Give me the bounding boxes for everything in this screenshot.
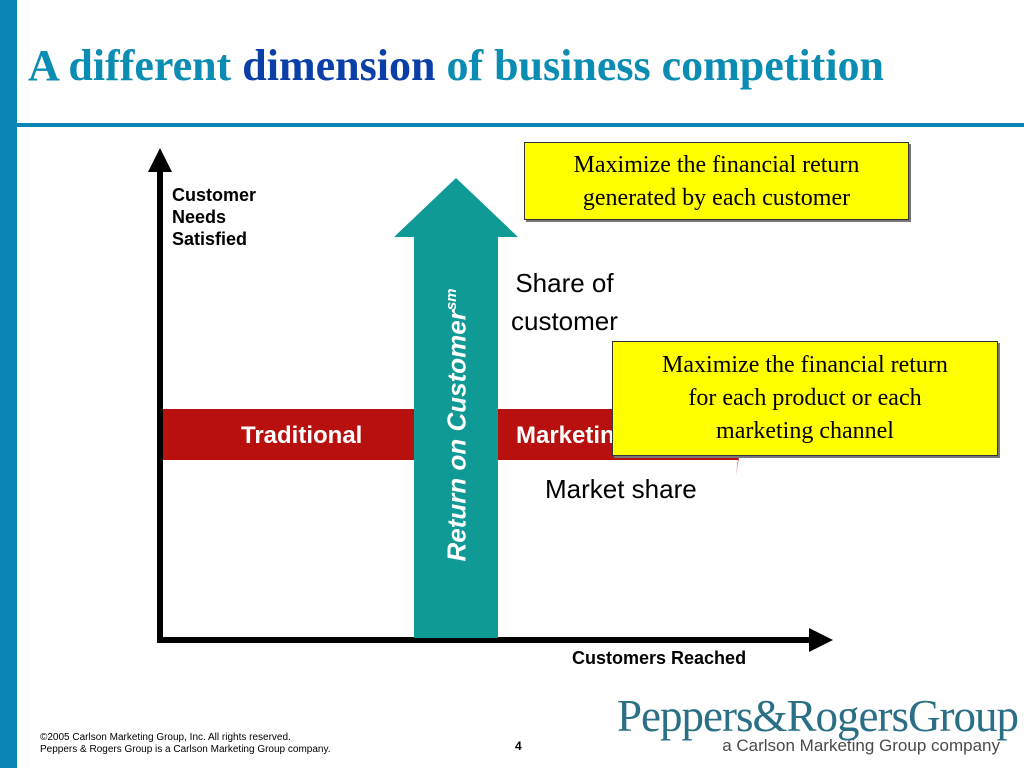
callout-customer-return: Maximize the financial return generated … [524, 142, 909, 220]
title-rule [17, 123, 1024, 127]
y-axis-arrowhead [148, 148, 172, 172]
left-accent-bar [0, 0, 17, 768]
band-label-marketing: Marketing [516, 422, 630, 449]
logo-wordmark: Peppers&RogersGroup [617, 691, 1019, 741]
callout-product-return: Maximize the financial return for each p… [612, 341, 998, 456]
x-axis-arrowhead [809, 628, 833, 652]
company-logo: Peppers&RogersGroup a Carlson Marketing … [617, 690, 1019, 760]
copyright-footer: ©2005 Carlson Marketing Group, Inc. All … [40, 732, 331, 755]
title-highlight: dimension [242, 41, 436, 90]
title-part-2: of business competition [435, 41, 885, 90]
return-on-customer-arrow [394, 178, 518, 638]
title-part-1: A different [28, 41, 243, 90]
y-axis-label: Customer Needs Satisfied [172, 185, 257, 249]
band-label-traditional: Traditional [241, 422, 363, 449]
share-of-customer-label: Share of customer [511, 268, 618, 336]
market-share-label: Market share [545, 474, 697, 504]
x-axis-label: Customers Reached [572, 648, 747, 668]
logo-tagline: a Carlson Marketing Group company [722, 736, 1000, 755]
slide-title: A different dimension of business compet… [28, 44, 884, 88]
service-mark: sm [442, 288, 460, 311]
return-on-customer-text: Return on Customer [441, 310, 472, 562]
return-on-customer-label: Return on Customersm [442, 288, 473, 561]
page-number: 4 [515, 739, 522, 753]
